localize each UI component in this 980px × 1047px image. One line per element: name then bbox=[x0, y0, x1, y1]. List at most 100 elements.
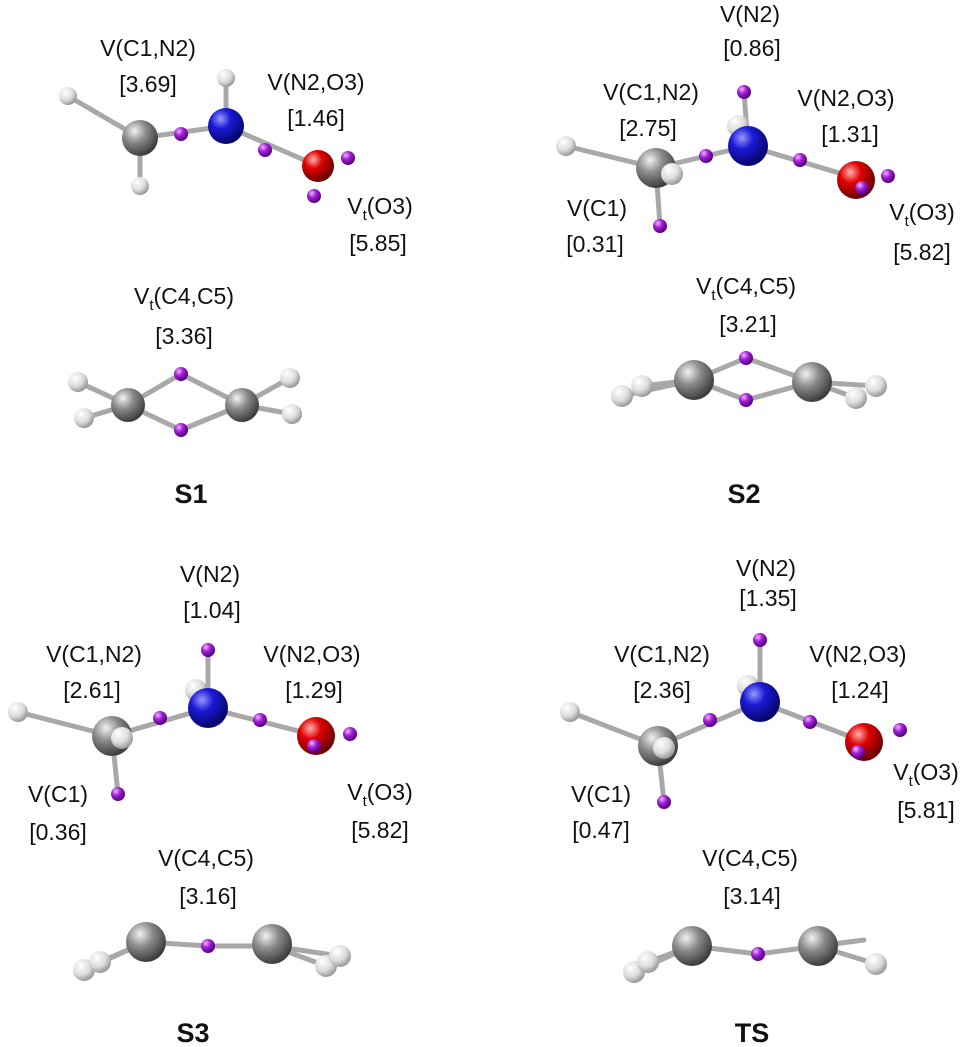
basin-o3 bbox=[341, 151, 355, 165]
hydrogen-atom bbox=[611, 385, 633, 407]
label-vt-o3-value: [5.81] bbox=[897, 797, 955, 823]
basin-o3 bbox=[343, 727, 357, 741]
hydrogen-atom bbox=[653, 737, 675, 759]
basin-c1 bbox=[657, 795, 671, 809]
molecule-ch2no-s1 bbox=[59, 69, 355, 203]
panel-ts: V(N2) [1.35] V(C1,N2) [2.36] V(N2,O3) [1… bbox=[560, 555, 959, 1047]
label-v-c1-n2: V(C1,N2) bbox=[100, 35, 196, 61]
hydrogen-atom bbox=[59, 87, 77, 105]
label-vt-c4-c5-value: [3.36] bbox=[155, 323, 213, 349]
basin-n2 bbox=[201, 643, 215, 657]
panel-title-s3: S3 bbox=[176, 1018, 209, 1047]
hydrogen-atom bbox=[865, 375, 887, 397]
hydrogen-atom bbox=[661, 163, 683, 185]
label-v-c4-c5-value: [3.16] bbox=[179, 883, 237, 909]
label-vt-c4-c5: Vt(C4,C5) bbox=[696, 273, 796, 304]
label-v-c1-n2: V(C1,N2) bbox=[46, 641, 142, 667]
molecule-ethylene-s1 bbox=[68, 367, 302, 437]
label-v-c1: V(C1) bbox=[567, 195, 627, 221]
molecule-ch2no-s2 bbox=[556, 85, 895, 233]
label-v-n2: V(N2) bbox=[720, 1, 780, 27]
nitrogen-atom-n2 bbox=[728, 126, 768, 166]
label-v-n2-o3: V(N2,O3) bbox=[809, 641, 906, 667]
label-v-n2-value: [1.35] bbox=[739, 585, 797, 611]
basin-o3 bbox=[893, 723, 907, 737]
panel-title-ts: TS bbox=[735, 1018, 770, 1047]
nitrogen-atom-n2 bbox=[188, 688, 228, 728]
label-v-n2-value: [0.86] bbox=[723, 35, 781, 61]
label-v-n2-o3-value: [1.46] bbox=[287, 105, 345, 131]
hydrogen-atom bbox=[845, 387, 867, 409]
hydrogen-atom bbox=[865, 953, 887, 975]
label-v-c1: V(C1) bbox=[571, 781, 631, 807]
molecule-ch2no-s3 bbox=[8, 643, 357, 801]
hydrogen-atom bbox=[8, 702, 28, 722]
basin-o3 bbox=[881, 169, 895, 183]
panel-title-s1: S1 bbox=[174, 479, 207, 509]
basin-c1-n2 bbox=[174, 127, 188, 141]
label-v-n2: V(N2) bbox=[180, 561, 240, 587]
hydrogen-atom bbox=[560, 702, 580, 722]
label-vt-o3: Vt(O3) bbox=[889, 199, 955, 230]
basin-n2-o3 bbox=[793, 153, 807, 167]
carbon-atom-c4 bbox=[111, 388, 145, 422]
hydrogen-atom bbox=[637, 951, 659, 973]
panel-title-s2: S2 bbox=[727, 479, 760, 509]
hydrogen-atom bbox=[280, 368, 300, 388]
basin-c1-n2 bbox=[153, 711, 167, 725]
hydrogen-atom bbox=[282, 404, 302, 424]
basin-c4-c5 bbox=[201, 939, 215, 953]
oxygen-atom-o3 bbox=[302, 150, 334, 182]
basin-n2 bbox=[737, 85, 751, 99]
hydrogen-atom bbox=[631, 375, 653, 397]
panel-s3: V(N2) [1.04] V(C1,N2) [2.61] V(N2,O3) [1… bbox=[8, 561, 413, 1047]
carbon-atom-c5 bbox=[225, 388, 259, 422]
label-v-c1-n2-value: [2.75] bbox=[619, 115, 677, 141]
molecule-ethylene-s2 bbox=[611, 351, 887, 409]
nitrogen-atom-n2 bbox=[740, 682, 780, 722]
basin-o3 bbox=[307, 739, 321, 753]
basin-o3 bbox=[851, 745, 865, 759]
hydrogen-atom bbox=[68, 372, 88, 392]
label-v-c4-c5-value: [3.14] bbox=[723, 883, 781, 909]
label-v-c1-value: [0.36] bbox=[29, 819, 87, 845]
basin-n2 bbox=[753, 633, 767, 647]
label-v-c1-n2-value: [2.61] bbox=[63, 677, 121, 703]
molecule-ethylene-s3 bbox=[73, 922, 351, 981]
label-v-n2-o3-value: [1.31] bbox=[821, 121, 879, 147]
basin-c4-c5 bbox=[751, 947, 765, 961]
label-v-c1-n2: V(C1,N2) bbox=[603, 79, 699, 105]
carbon-atom-c1 bbox=[122, 120, 158, 156]
carbon-atom-c4 bbox=[674, 360, 714, 400]
label-v-n2-o3: V(N2,O3) bbox=[797, 85, 894, 111]
label-vt-c4-c5-value: [3.21] bbox=[719, 311, 777, 337]
hydrogen-atom bbox=[74, 408, 94, 428]
basin-n2-o3 bbox=[258, 143, 272, 157]
label-v-c4-c5: V(C4,C5) bbox=[158, 845, 254, 871]
label-v-n2-o3: V(N2,O3) bbox=[263, 641, 360, 667]
basin-c4-c5 bbox=[739, 393, 753, 407]
carbon-atom-c5 bbox=[792, 362, 832, 402]
label-v-n2: V(N2) bbox=[736, 555, 796, 581]
oxygen-atom-o3 bbox=[297, 717, 335, 755]
label-vt-o3-value: [5.82] bbox=[351, 817, 409, 843]
basin-o3 bbox=[307, 189, 321, 203]
label-vt-c4-c5: Vt(C4,C5) bbox=[134, 283, 234, 314]
hydrogen-atom bbox=[329, 945, 351, 967]
hydrogen-atom bbox=[89, 951, 111, 973]
carbon-atom-c5 bbox=[252, 924, 292, 964]
carbon-atom-c4 bbox=[672, 926, 712, 966]
carbon-atom-c5 bbox=[798, 926, 838, 966]
hydrogen-atom bbox=[131, 177, 149, 195]
basin-c1 bbox=[111, 787, 125, 801]
basin-c1-n2 bbox=[699, 149, 713, 163]
nitrogen-atom-n2 bbox=[208, 108, 244, 144]
label-vt-o3-value: [5.82] bbox=[893, 239, 951, 265]
label-v-c1: V(C1) bbox=[28, 781, 88, 807]
panel-s2: V(N2) [0.86] V(C1,N2) [2.75] V(N2,O3) [1… bbox=[556, 1, 955, 509]
basin-c1-n2 bbox=[703, 713, 717, 727]
basin-c4-c5 bbox=[739, 351, 753, 365]
label-v-c4-c5: V(C4,C5) bbox=[702, 845, 798, 871]
panel-s1: V(C1,N2) [3.69] V(N2,O3) [1.46] Vt(O3) [… bbox=[59, 35, 413, 509]
